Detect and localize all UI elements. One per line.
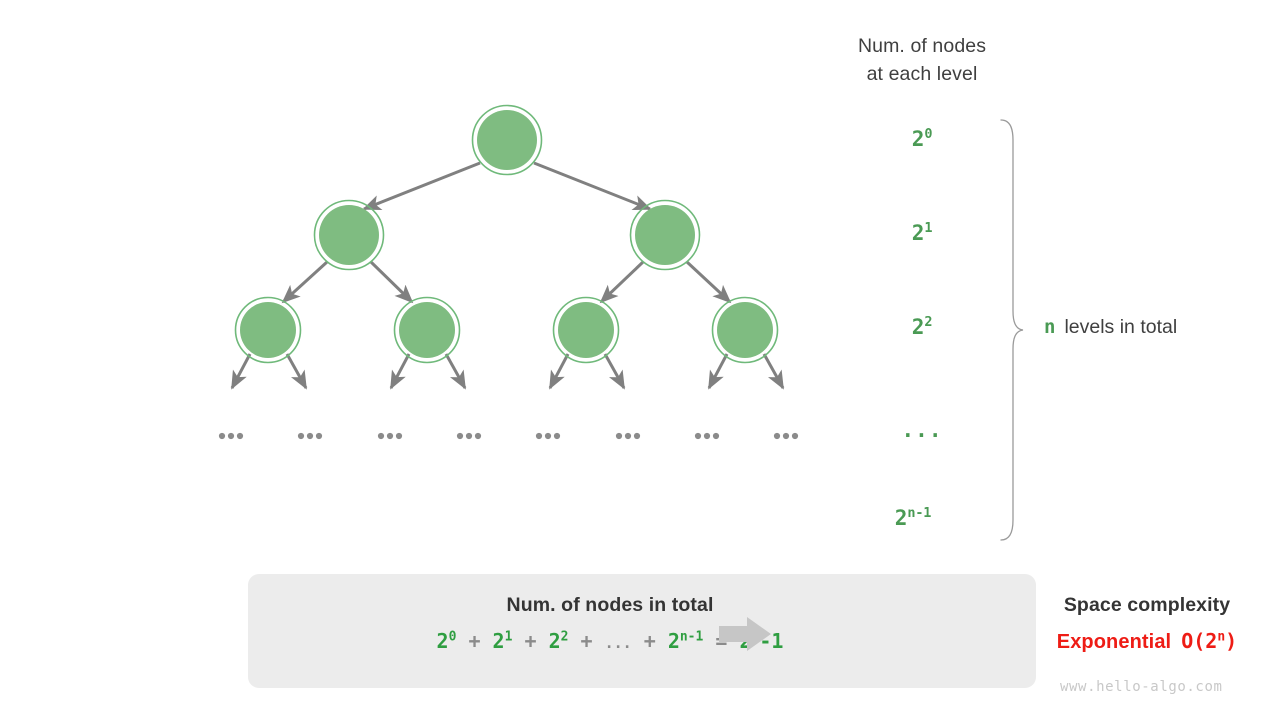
formula-token: + [524,629,537,653]
level-count-label-2: 22 [862,314,982,339]
formula-token: 21 [492,629,513,653]
levels-in-total-label: n levels in total [1044,316,1177,339]
tree-edges [230,161,785,390]
level-count-label-0: 20 [862,126,982,151]
space-complexity-title: Space complexity [1063,594,1231,616]
formula-token: + [580,629,593,653]
summary-panel: Num. of nodes in total 20 + 21 + 22 + ..… [248,574,1237,688]
level-count-exponent: 0 [924,126,933,142]
leaf-ellipsis [297,432,323,440]
level-count-label-1: 21 [862,220,982,245]
level-count-label-ellipsis: ... [901,418,943,442]
levels-in-total-text: levels in total [1064,316,1178,338]
formula-token: + [643,629,656,653]
watermark: www.hello-algo.com [1060,679,1223,695]
tree-node[interactable] [711,296,779,364]
leaf-ellipsis [218,432,244,440]
tree-node[interactable] [629,199,701,271]
space-complexity-verdict: Exponential O(2n) [783,629,1280,654]
level-count-base: 2 [911,221,925,245]
leaf-ellipsis [535,432,561,440]
level-count-base: 2 [894,506,908,530]
tree-node[interactable] [552,296,620,364]
leaf-ellipsis-row [218,432,799,440]
formula-token: 20 [436,629,457,653]
right-column-header-line1: Num. of nodes [857,35,987,57]
tree-nodes [234,104,779,364]
level-count-base: 2 [911,127,925,151]
right-column-header: Num. of nodes at each level [822,32,1022,88]
right-arrow-icon [719,617,771,651]
leaf-ellipsis [773,432,799,440]
tree-node-root[interactable] [471,104,543,176]
leaf-ellipsis [615,432,641,440]
level-count-exponent: 1 [924,220,933,236]
levels-variable: n [1044,316,1056,338]
level-count-base: 2 [911,315,925,339]
right-column-header-line2: at each level [866,63,978,85]
formula-token: 22 [548,629,569,653]
levels-brace-icon [1000,119,1024,541]
verdict-big-o: O(2n) [1181,629,1238,653]
level-count-exponent: n-1 [907,505,932,521]
space-complexity-block: Space complexity Exponential O(2n) [783,594,1280,654]
leaf-ellipsis [456,432,482,440]
formula-token: + [468,629,481,653]
total-nodes-block: Num. of nodes in total 20 + 21 + 22 + ..… [260,594,960,655]
leaf-ellipsis [377,432,403,440]
tree-node[interactable] [313,199,385,271]
tree-node[interactable] [234,296,302,364]
verdict-word: Exponential [1056,631,1172,653]
level-count-label-last: 2n-1 [853,505,973,530]
tree-node[interactable] [393,296,461,364]
total-nodes-title: Num. of nodes in total [506,594,714,616]
formula-token-ellipsis: ... [604,634,632,652]
leaf-ellipsis [694,432,720,440]
level-count-exponent: 2 [924,314,933,330]
formula-token: 2n-1 [667,629,704,653]
